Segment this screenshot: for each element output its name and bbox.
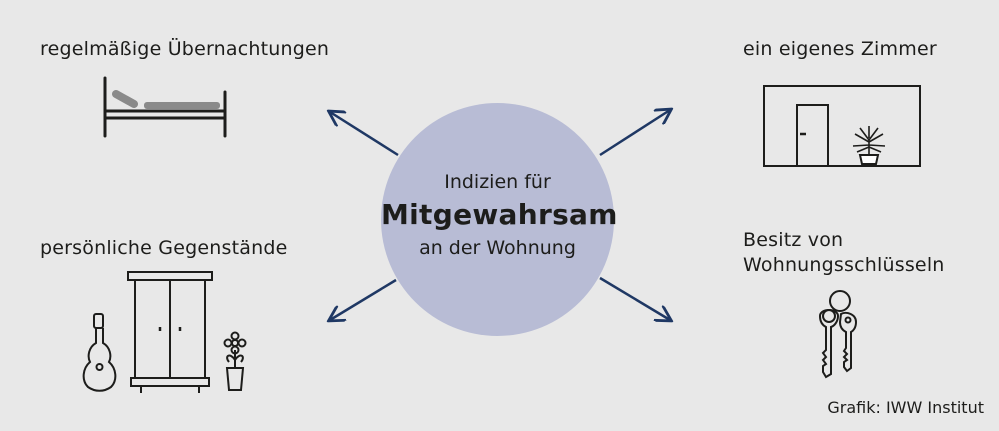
label-apartment-keys: Besitz von Wohnungsschlüsseln (743, 228, 945, 278)
label-personal-belongings: persönliche Gegenstände (40, 237, 288, 259)
room-icon (763, 85, 921, 167)
label-apartment-keys-line1: Besitz von (743, 229, 844, 251)
arrow-top-left (330, 112, 399, 157)
center-circle: Indizien für Mitgewahrsam an der Wohnung (381, 103, 618, 336)
guitar-icon (82, 313, 117, 392)
label-own-room: ein eigenes Zimmer (743, 38, 937, 60)
label-apartment-keys-line2: Wohnungsschlüsseln (743, 254, 945, 276)
keys-icon (818, 290, 858, 379)
arrow-bottom-right (599, 276, 670, 320)
bed-icon (103, 76, 227, 138)
arrow-bottom-left (330, 278, 397, 320)
arrow-top-right (599, 110, 670, 157)
graphic-credit: Grafik: IWW Institut (827, 398, 984, 417)
flower-pot-icon (223, 331, 247, 391)
center-title: Mitgewahrsam (381, 198, 618, 231)
label-regular-overnight-stays: regelmäßige Übernachtungen (40, 38, 330, 60)
center-text-line3: an der Wohnung (419, 237, 576, 259)
plant-icon (852, 126, 886, 165)
center-text-line1: Indizien für (444, 171, 551, 193)
wardrobe-icon (127, 271, 213, 393)
arrows (330, 110, 670, 320)
